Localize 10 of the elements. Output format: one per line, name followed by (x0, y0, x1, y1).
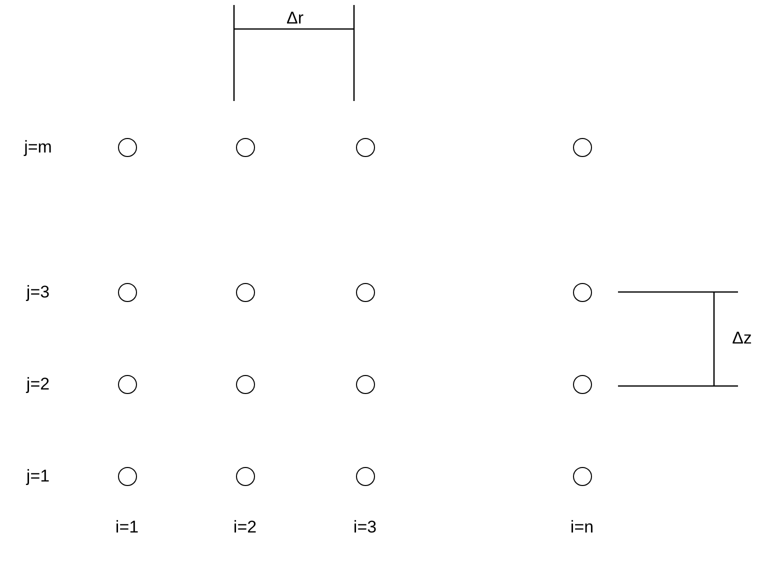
column-index-label: i=2 (233, 518, 257, 536)
column-index-label: i=1 (115, 518, 139, 536)
column-index-label: i=3 (353, 518, 377, 536)
dimension-label: Δz (732, 330, 752, 346)
row-index-label: j=3 (26, 284, 50, 300)
row-index-label: j=m (24, 138, 52, 156)
dimension-label: Δr (286, 10, 304, 26)
row-index-label: j=1 (26, 468, 50, 484)
column-index-label: i=n (570, 518, 594, 536)
row-index-label: j=2 (26, 376, 50, 392)
